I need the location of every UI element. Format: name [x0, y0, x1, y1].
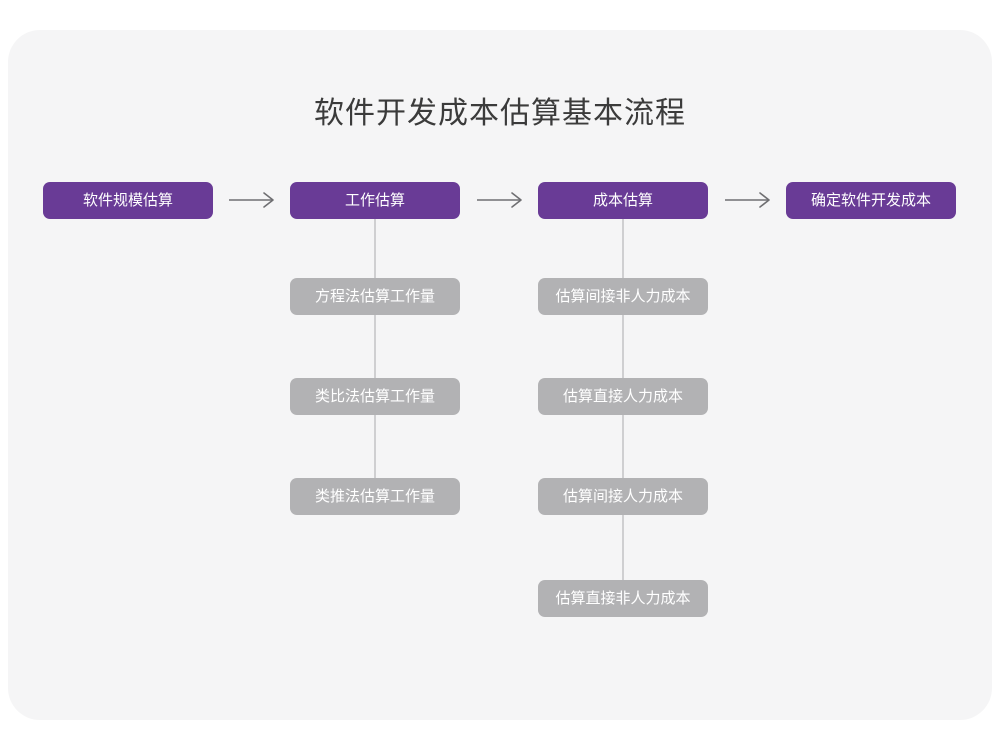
substep-box-analogy-method-workload[interactable]: 类比法估算工作量	[290, 378, 460, 415]
connector-line-branch-1	[374, 218, 376, 498]
substep-box-direct-nonlabor-cost[interactable]: 估算直接非人力成本	[538, 580, 708, 617]
substep-box-equation-method-workload[interactable]: 方程法估算工作量	[290, 278, 460, 315]
arrow-right-icon-3	[724, 190, 774, 210]
step-label: 工作估算	[344, 192, 405, 209]
substep-label: 估算间接非人力成本	[555, 288, 691, 305]
step-box-determine-development-cost[interactable]: 确定软件开发成本	[786, 182, 956, 219]
substep-label: 类比法估算工作量	[314, 388, 435, 405]
step-box-software-scale-estimation[interactable]: 软件规模估算	[43, 182, 213, 219]
step-label: 确定软件开发成本	[810, 192, 931, 209]
step-box-work-estimation[interactable]: 工作估算	[290, 182, 460, 219]
diagram-card	[8, 30, 992, 720]
substep-box-inference-method-workload[interactable]: 类推法估算工作量	[290, 478, 460, 515]
substep-label: 估算间接人力成本	[562, 488, 683, 505]
page-title: 软件开发成本估算基本流程	[314, 97, 686, 130]
step-label: 软件规模估算	[82, 192, 173, 209]
step-box-cost-estimation[interactable]: 成本估算	[538, 182, 708, 219]
substep-label: 估算直接人力成本	[562, 388, 683, 405]
substep-label: 方程法估算工作量	[314, 288, 435, 305]
substep-label: 类推法估算工作量	[314, 488, 435, 505]
substep-box-indirect-labor-cost[interactable]: 估算间接人力成本	[538, 478, 708, 515]
substep-box-direct-labor-cost[interactable]: 估算直接人力成本	[538, 378, 708, 415]
step-label: 成本估算	[592, 192, 653, 209]
arrow-right-icon-1	[228, 190, 278, 210]
arrow-right-icon-2	[476, 190, 526, 210]
substep-label: 估算直接非人力成本	[555, 590, 691, 607]
substep-box-indirect-nonlabor-cost[interactable]: 估算间接非人力成本	[538, 278, 708, 315]
